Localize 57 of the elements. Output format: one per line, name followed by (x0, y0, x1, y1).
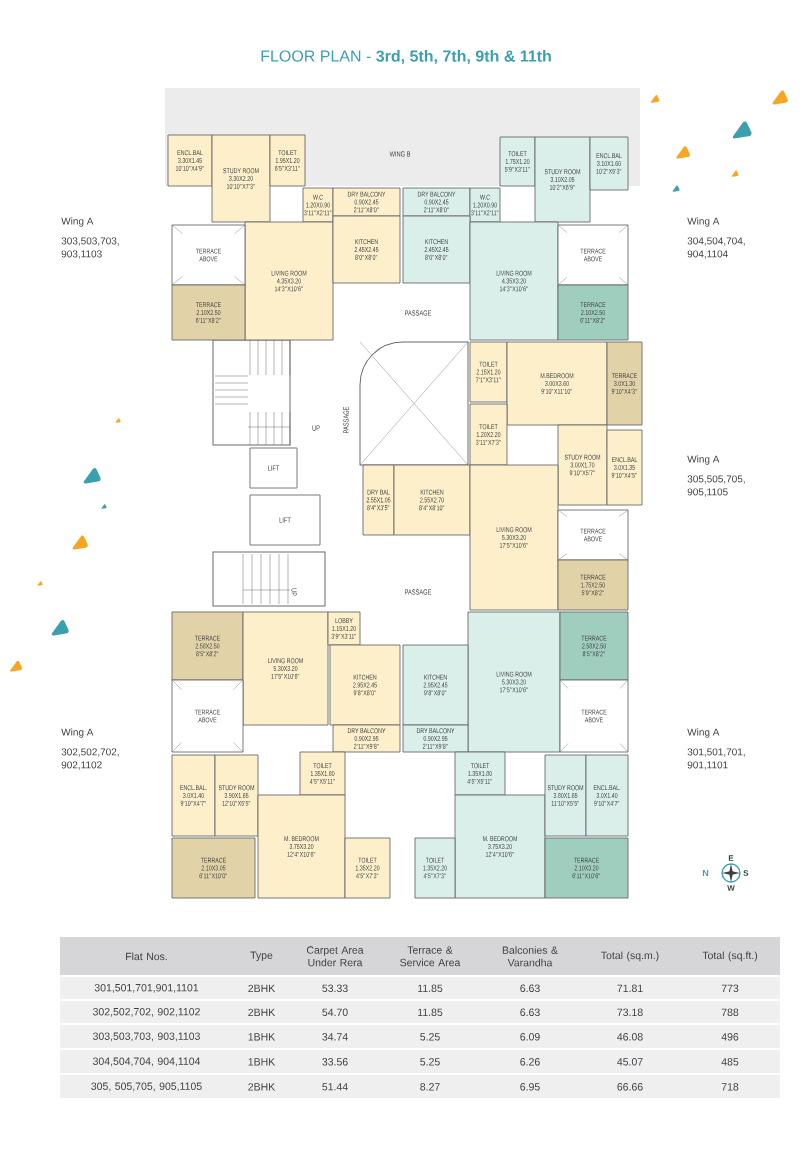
table-cell: Flat Nos. (126, 952, 167, 961)
table-cell: 485 (721, 1058, 739, 1066)
table-cell: 34.74 (322, 1033, 348, 1041)
table-cell: 5.25 (420, 1033, 440, 1041)
table-cell: 71.81 (617, 984, 643, 993)
table-cell: 6.26 (520, 1058, 540, 1066)
table-cell: 1BHK (248, 1033, 276, 1041)
title: FLOOR PLAN - 3rd, 5th, 7th, 9th & 11th (261, 49, 551, 65)
table-cell: 305, 505,705, 905,1105 (91, 1082, 202, 1092)
table-cell: 718 (721, 1083, 739, 1091)
table-cell: 53.33 (322, 984, 348, 993)
flat-numbers: 303,503,703, 903,1103 (61, 237, 119, 259)
flat-numbers: 301,501,701, 901,1101 (687, 748, 745, 770)
table-cell: 301,501,701,901,1101 (94, 984, 199, 993)
table-cell: 73.18 (617, 1008, 643, 1017)
table-cell: 51.44 (322, 1083, 348, 1091)
table-cell: Type (250, 951, 273, 961)
wing-label: Wing A (61, 728, 94, 738)
table-cell: Carpet Area Under Rera (306, 946, 364, 967)
table-cell: 773 (721, 984, 739, 993)
compass-letter: W (727, 885, 735, 891)
wing-label: Wing A (687, 455, 720, 465)
table-cell: 6.63 (520, 1008, 540, 1017)
table-cell: 496 (721, 1033, 739, 1041)
table-cell: 11.85 (418, 984, 443, 993)
table-cell: 788 (721, 1008, 739, 1017)
wing-label: Wing A (687, 217, 720, 227)
table-cell: 46.08 (617, 1033, 643, 1041)
table-cell: 66.66 (617, 1083, 643, 1091)
table-cell: Balconies & Varandha (502, 946, 558, 967)
table-cell: 45.07 (617, 1058, 643, 1066)
table-cell: 304,504,704, 904,1104 (93, 1057, 201, 1067)
table-cell: 6.95 (520, 1083, 540, 1091)
table-cell: 1BHK (248, 1058, 276, 1066)
table-cell: 6.09 (520, 1033, 540, 1041)
compass-letter: E (728, 855, 734, 861)
table-cell: 302,502,702, 902,1102 (93, 1008, 200, 1017)
compass-letter: S (743, 870, 749, 876)
table-cell: 2BHK (248, 984, 276, 992)
table-cell: 6.63 (520, 984, 540, 993)
compass-letter: N (702, 869, 709, 877)
flat-numbers: 304,504,704, 904,1104 (687, 237, 745, 259)
wing-label: Wing A (687, 728, 720, 738)
table-cell: 303,503,703, 903,1103 (93, 1032, 200, 1042)
table-cell: 2BHK (248, 1008, 276, 1016)
table-cell: 54.70 (322, 1008, 348, 1017)
table-cell: 2BHK (248, 1083, 276, 1091)
table-cell: Total (sq.ft.) (702, 951, 758, 962)
wing-label: Wing A (61, 217, 94, 227)
table-cell: 5.25 (420, 1058, 440, 1066)
table-cell: 11.85 (418, 1008, 443, 1017)
table-cell: 8.27 (420, 1083, 440, 1091)
flat-numbers: 302,502,702, 902,1102 (61, 748, 119, 770)
table-cell: Total (sq.m.) (601, 951, 659, 962)
table-cell: 33.56 (322, 1058, 348, 1066)
flat-numbers: 305,505,705, 905,1105 (687, 475, 745, 497)
table-cell: Terrace & Service Area (400, 946, 461, 967)
